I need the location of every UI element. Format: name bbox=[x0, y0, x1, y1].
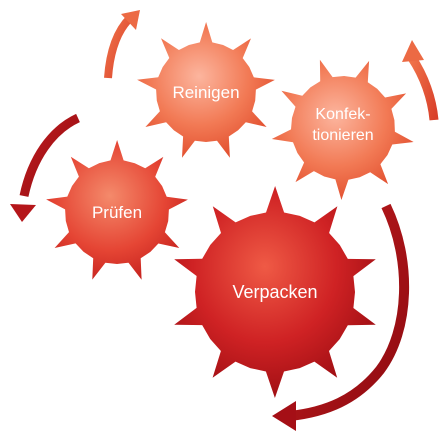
gear-label-reinigen: Reinigen bbox=[172, 83, 239, 102]
gear-icon bbox=[174, 186, 376, 398]
gear-pruefen: Prüfen bbox=[46, 140, 188, 280]
arrowhead-icon bbox=[121, 10, 140, 30]
arrow-right bbox=[272, 203, 409, 431]
gear-verpacken: Verpacken bbox=[174, 186, 376, 398]
curved-arrow-icon bbox=[289, 203, 409, 421]
arrowhead-icon bbox=[402, 40, 424, 62]
gear-label-pruefen: Prüfen bbox=[92, 203, 142, 222]
arrow-top-right bbox=[402, 40, 439, 121]
gear-icon bbox=[137, 22, 275, 158]
gear-label-konfektionieren-line2: tionieren bbox=[312, 127, 373, 144]
arrowhead-icon bbox=[10, 204, 36, 222]
curved-arrow-icon bbox=[19, 113, 81, 197]
gear-label-konfektionieren-line1: Konfek- bbox=[315, 106, 370, 123]
gear-konfektionieren: Konfek- tionieren bbox=[271, 59, 414, 200]
gear-reinigen: Reinigen bbox=[137, 22, 275, 158]
arrow-left bbox=[10, 113, 81, 222]
curved-arrow-icon bbox=[408, 55, 439, 121]
gear-icon bbox=[46, 140, 188, 280]
gear-icon bbox=[271, 59, 414, 200]
gear-label-verpacken: Verpacken bbox=[232, 282, 317, 302]
curved-arrow-icon bbox=[104, 15, 133, 79]
arrow-top-left bbox=[104, 10, 140, 79]
arrowhead-icon bbox=[272, 401, 296, 431]
